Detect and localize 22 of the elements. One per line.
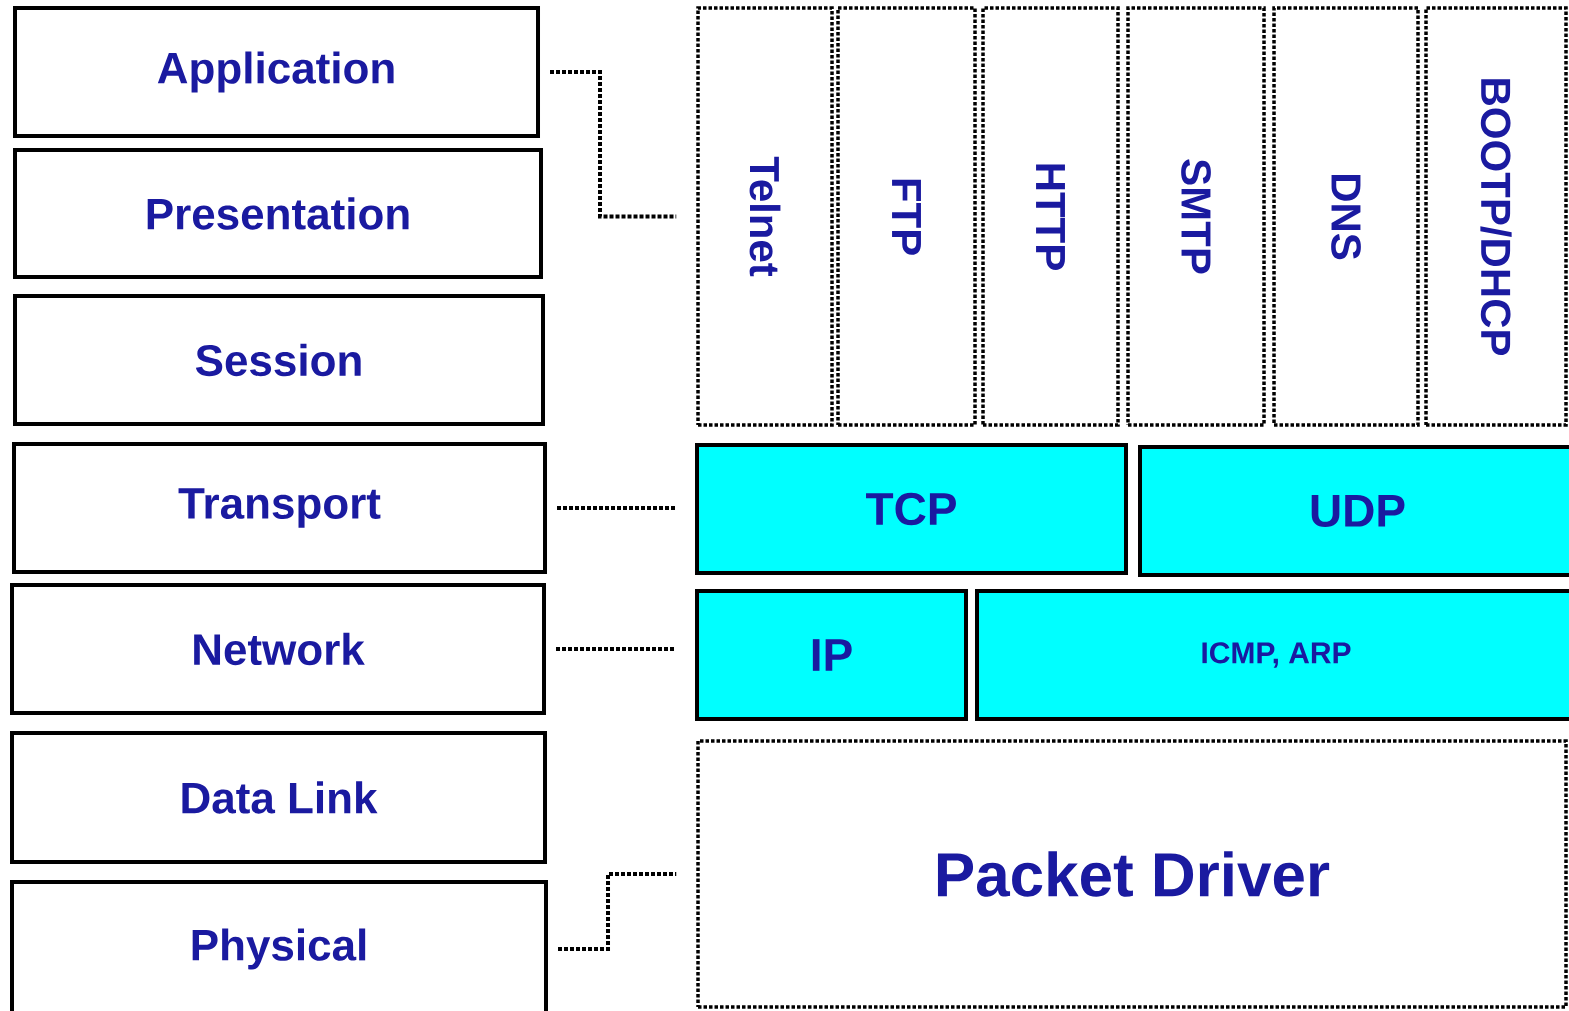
protocol-box: Telnet xyxy=(696,6,834,427)
protocol-box: TCP xyxy=(695,443,1128,575)
protocol-box: ICMP, ARP xyxy=(975,589,1569,721)
protocol-box: SMTP xyxy=(1126,6,1266,427)
osi-layer-box: Network xyxy=(10,583,546,715)
driver-box: Packet Driver xyxy=(696,739,1568,1009)
protocol-box: HTTP xyxy=(981,6,1120,427)
osi-layer-box: Session xyxy=(13,294,545,426)
osi-layer-box: Presentation xyxy=(13,148,543,279)
osi-layer-box: Application xyxy=(13,6,540,138)
protocol-box: BOOTP/DHCP xyxy=(1424,6,1568,427)
leader-line xyxy=(558,872,677,951)
leader-line xyxy=(557,506,675,510)
leader-line xyxy=(556,647,675,651)
osi-layer-box: Physical xyxy=(10,880,548,1011)
osi-layer-box: Transport xyxy=(12,442,547,574)
protocol-box: DNS xyxy=(1272,6,1420,427)
leader-line xyxy=(550,70,677,219)
protocol-box: IP xyxy=(695,589,968,721)
protocol-box: FTP xyxy=(836,6,977,427)
osi-layer-box: Data Link xyxy=(10,731,547,864)
protocol-box: UDP xyxy=(1138,445,1569,577)
